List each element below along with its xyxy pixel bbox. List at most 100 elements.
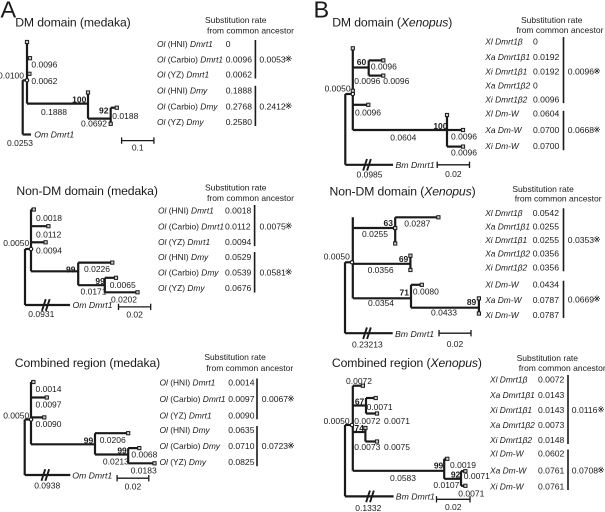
svg-text:Ol (HNI) Dmy: Ol (HNI) Dmy bbox=[158, 252, 209, 262]
svg-text:Xi Dmrt1β2: Xi Dmrt1β2 bbox=[484, 263, 527, 273]
svg-text:99: 99 bbox=[84, 436, 94, 446]
svg-text:Bm Dmrt1: Bm Dmrt1 bbox=[396, 160, 435, 170]
svg-text:Xi Dmrt1β1: Xi Dmrt1β1 bbox=[489, 405, 532, 415]
svg-text:0.0253: 0.0253 bbox=[7, 138, 33, 148]
svg-text:0.0068: 0.0068 bbox=[131, 450, 157, 460]
svg-text:0.0050: 0.0050 bbox=[3, 410, 29, 420]
svg-text:0.02: 0.02 bbox=[125, 481, 142, 491]
svg-text:0.0071: 0.0071 bbox=[458, 488, 484, 498]
svg-text:0.0112: 0.0112 bbox=[225, 221, 251, 231]
svg-text:0.0090: 0.0090 bbox=[36, 419, 62, 429]
svg-text:Xa Dmrt1β1: Xa Dmrt1β1 bbox=[484, 222, 530, 232]
svg-text:0.0073: 0.0073 bbox=[354, 442, 380, 452]
svg-text:0.0050: 0.0050 bbox=[324, 252, 350, 262]
svg-text:Bm Dmrt1: Bm Dmrt1 bbox=[395, 329, 434, 339]
svg-text:71: 71 bbox=[400, 287, 410, 297]
svg-text:Xi Dmrt1β1: Xi Dmrt1β1 bbox=[484, 235, 527, 245]
svg-text:Combined region (Xenopus): Combined region (Xenopus) bbox=[332, 356, 482, 370]
svg-text:0.0529: 0.0529 bbox=[225, 252, 252, 262]
svg-text:0.0213: 0.0213 bbox=[103, 457, 129, 467]
svg-text:0.0090: 0.0090 bbox=[228, 410, 255, 420]
svg-text:0.0710: 0.0710 bbox=[228, 441, 255, 451]
svg-text:0.0669: 0.0669 bbox=[568, 294, 595, 304]
svg-text:0.0542: 0.0542 bbox=[533, 208, 560, 218]
svg-text:99: 99 bbox=[117, 446, 127, 456]
svg-text:63: 63 bbox=[384, 218, 394, 228]
svg-text:0.0096: 0.0096 bbox=[371, 61, 397, 71]
svg-text:Ol (Carbio) Dmrt1: Ol (Carbio) Dmrt1 bbox=[160, 394, 226, 404]
svg-text:0.02: 0.02 bbox=[447, 339, 464, 349]
svg-text:Substitution rate: Substitution rate bbox=[205, 183, 267, 193]
svg-text:from common ancestor: from common ancestor bbox=[206, 363, 293, 373]
svg-text:0.0668: 0.0668 bbox=[568, 125, 595, 135]
svg-text:Xl Dmrt1β: Xl Dmrt1β bbox=[489, 375, 528, 385]
svg-text:Ol (Carbio) Dmy: Ol (Carbio) Dmy bbox=[157, 101, 218, 111]
svg-text:0: 0 bbox=[226, 39, 231, 49]
svg-text:Non-DM domain (Xenopus): Non-DM domain (Xenopus) bbox=[330, 184, 476, 198]
svg-text:0.0143: 0.0143 bbox=[538, 405, 565, 415]
svg-text:0.0096: 0.0096 bbox=[533, 94, 560, 104]
svg-text:0.0255: 0.0255 bbox=[533, 235, 560, 245]
svg-text:Xa Dmrt1β2: Xa Dmrt1β2 bbox=[484, 249, 530, 259]
svg-text:0.0096: 0.0096 bbox=[451, 131, 477, 141]
svg-text:0.0787: 0.0787 bbox=[533, 310, 560, 320]
svg-text:0.0226: 0.0226 bbox=[84, 264, 110, 274]
svg-text:0.0094: 0.0094 bbox=[225, 237, 252, 247]
svg-text:0.0206: 0.0206 bbox=[100, 435, 126, 445]
svg-text:0.1332: 0.1332 bbox=[355, 503, 381, 512]
svg-text:Xi Dmrt1β2: Xi Dmrt1β2 bbox=[489, 435, 532, 445]
svg-text:Ol (YZ) Dmy: Ol (YZ) Dmy bbox=[160, 457, 207, 467]
svg-text:89: 89 bbox=[467, 297, 477, 307]
svg-text:0.0353: 0.0353 bbox=[568, 235, 595, 245]
svg-text:Ol (HNI) Dmrt1: Ol (HNI) Dmrt1 bbox=[158, 205, 214, 215]
svg-text:Xl Dm-W: Xl Dm-W bbox=[484, 109, 520, 119]
svg-text:Xa Dmrt1β2: Xa Dmrt1β2 bbox=[484, 81, 530, 91]
svg-text:99: 99 bbox=[66, 264, 76, 274]
svg-text:0.0602: 0.0602 bbox=[538, 449, 565, 459]
svg-text:0: 0 bbox=[533, 37, 538, 47]
svg-text:99: 99 bbox=[95, 276, 105, 286]
svg-text:Substitution rate: Substitution rate bbox=[517, 353, 579, 363]
svg-text:0.0116: 0.0116 bbox=[572, 405, 598, 415]
svg-text:0.0071: 0.0071 bbox=[384, 416, 410, 426]
svg-text:Substitution rate: Substitution rate bbox=[204, 352, 266, 362]
svg-text:0.0014: 0.0014 bbox=[228, 378, 255, 388]
svg-text:0.1: 0.1 bbox=[132, 142, 144, 152]
svg-text:0.0192: 0.0192 bbox=[533, 67, 560, 77]
svg-text:Xa Dmrt1β1: Xa Dmrt1β1 bbox=[484, 52, 530, 62]
svg-text:Ol (YZ) Dmrt1: Ol (YZ) Dmrt1 bbox=[157, 70, 209, 80]
svg-text:0.0014: 0.0014 bbox=[36, 384, 62, 394]
svg-text:69: 69 bbox=[399, 254, 409, 264]
svg-text:Xi Dm-W: Xi Dm-W bbox=[484, 141, 520, 151]
svg-text:0.0096: 0.0096 bbox=[354, 76, 380, 86]
svg-text:0.0096: 0.0096 bbox=[568, 67, 595, 77]
svg-text:0.0761: 0.0761 bbox=[538, 482, 565, 492]
svg-text:0.0072: 0.0072 bbox=[354, 416, 380, 426]
svg-text:0.2768: 0.2768 bbox=[226, 101, 253, 111]
svg-text:0.0356: 0.0356 bbox=[368, 265, 394, 275]
svg-text:0.0604: 0.0604 bbox=[533, 109, 560, 119]
svg-text:0.0825: 0.0825 bbox=[228, 457, 255, 467]
svg-text:0.0148: 0.0148 bbox=[538, 435, 565, 445]
svg-text:0.0096: 0.0096 bbox=[226, 54, 253, 64]
svg-text:0.0434: 0.0434 bbox=[533, 280, 560, 290]
svg-text:0.0255: 0.0255 bbox=[533, 222, 560, 232]
svg-text:Ol (Carbio) Dmy: Ol (Carbio) Dmy bbox=[160, 441, 221, 451]
svg-text:B: B bbox=[314, 0, 330, 22]
svg-text:0.0635: 0.0635 bbox=[228, 425, 255, 435]
svg-text:Xa Dmrt1β2: Xa Dmrt1β2 bbox=[489, 420, 535, 430]
svg-text:0.0062: 0.0062 bbox=[226, 70, 253, 80]
svg-text:0.02: 0.02 bbox=[445, 169, 462, 179]
svg-text:Substitution rate: Substitution rate bbox=[205, 15, 267, 25]
svg-text:100: 100 bbox=[72, 94, 86, 104]
svg-text:0.0096: 0.0096 bbox=[31, 60, 57, 70]
svg-text:Substitution rate: Substitution rate bbox=[512, 184, 574, 194]
svg-text:0.0700: 0.0700 bbox=[533, 125, 560, 135]
svg-text:Xi Dm-W: Xi Dm-W bbox=[484, 310, 520, 320]
svg-text:Ol (Carbio) Dmy: Ol (Carbio) Dmy bbox=[158, 268, 219, 278]
svg-text:from common ancestor: from common ancestor bbox=[207, 193, 294, 203]
svg-text:0.0188: 0.0188 bbox=[112, 111, 138, 121]
svg-text:Xl Dmrt1β: Xl Dmrt1β bbox=[484, 37, 523, 47]
svg-text:0.0356: 0.0356 bbox=[533, 249, 560, 259]
svg-text:0.0062: 0.0062 bbox=[31, 76, 57, 86]
